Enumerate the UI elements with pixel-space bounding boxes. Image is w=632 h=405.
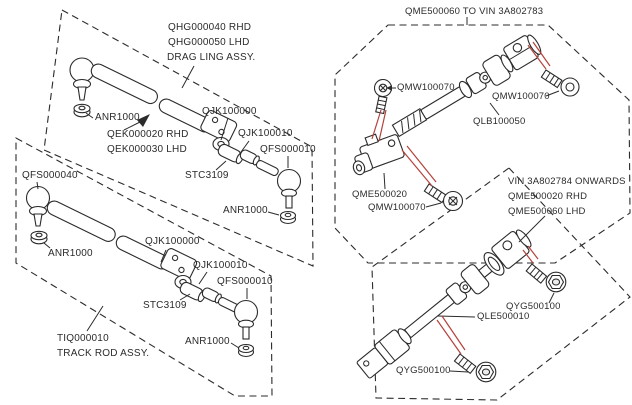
label-bolt-right: QMW100070 (492, 91, 550, 102)
ball-joint-drawing (69, 57, 95, 101)
label-upper-column-title: QME500060 TO VIN 3A802783 (405, 6, 544, 17)
label-lower-column-title-2: QME500020 RHD (508, 191, 588, 202)
label-drag-link-part-rhd: QHG000040 RHD (168, 22, 252, 33)
track-rod-assembly (25, 185, 259, 358)
label-adjuster: QJK100010 (238, 128, 293, 139)
label-drag-link-part-lhd: QHG000050 LHD (168, 37, 250, 48)
label-rod: QJK100000 (145, 236, 200, 247)
dashed-box-track-rod (15, 137, 273, 397)
bolt-drawing (373, 78, 393, 115)
ball-joint-drawing (25, 185, 51, 227)
label-ball-joint-left: QFS000040 (22, 170, 78, 181)
lower-column-shaft-assembly (356, 229, 567, 383)
rod-drawing (46, 200, 170, 270)
label-ball-joint: QFS000010 (260, 144, 316, 155)
label-lower-column-title-3: QME500060 LHD (508, 206, 586, 217)
link-plate-drawing (160, 248, 198, 281)
label-bolt-upper: QYG500100 (506, 301, 561, 312)
bolt-drawing (423, 183, 464, 212)
label-ball-joint-right: QFS000010 (217, 276, 273, 287)
leader-lines (36, 17, 560, 373)
washer-drawing (73, 103, 91, 118)
label-bolt-left: QMW100070 (397, 82, 455, 93)
label-clamp: STC3109 (143, 300, 187, 311)
label-washer-left: ANR1000 (48, 248, 93, 259)
red-leader-lines (371, 41, 551, 355)
label-coupling: QME500020 (352, 189, 408, 200)
shaft-drawing (391, 34, 542, 138)
dashed-box-column-upper (334, 24, 631, 264)
label-washer-right: ANR1000 (185, 336, 230, 347)
label-track-rod-assy-name: TRACK ROD ASSY. (57, 348, 150, 359)
label-bolt-lower: QYG500100 (396, 365, 451, 376)
dashed-box-drag-link (43, 9, 314, 267)
label-upper-shaft: QLB100050 (473, 116, 526, 127)
washer-drawing (237, 343, 255, 358)
coupling-clamp-drawing (352, 133, 405, 176)
label-track-rod-assy-no: TIQ000010 (57, 333, 109, 344)
bolt-drawing (540, 69, 580, 97)
label-lower-shaft: QLE500010 (477, 311, 530, 322)
label-washer-upper: ANR1000 (95, 112, 140, 123)
shaft-drawing (356, 229, 532, 379)
ball-joint-drawing (233, 299, 259, 340)
washer-drawing (30, 230, 48, 245)
bolt-drawing (525, 263, 567, 293)
label-washer-lower: ANR1000 (223, 205, 268, 216)
upper-column-shaft-assembly (352, 34, 580, 212)
washer-drawing (279, 210, 297, 225)
ball-joint-drawing (276, 168, 302, 209)
dashed-box-column-lower (371, 167, 631, 401)
label-lower-column-title-1: VIN 3A802784 ONWARDS (508, 176, 626, 187)
bolt-drawing (453, 353, 497, 383)
end-rod-drawing (255, 160, 279, 177)
label-adjuster: QJK100010 (193, 260, 248, 271)
label-drag-link-assy-name: DRAG LING ASSY. (167, 52, 256, 63)
label-tube-rhd: QEK000020 RHD (107, 129, 189, 140)
rod-drawing (90, 63, 213, 133)
label-bolt-lower: QMW100070 (368, 202, 426, 213)
label-clamp: STC3109 (185, 170, 229, 181)
label-tube-lhd: QEK000030 LHD (107, 144, 187, 155)
label-link: QJK100000 (202, 106, 257, 117)
